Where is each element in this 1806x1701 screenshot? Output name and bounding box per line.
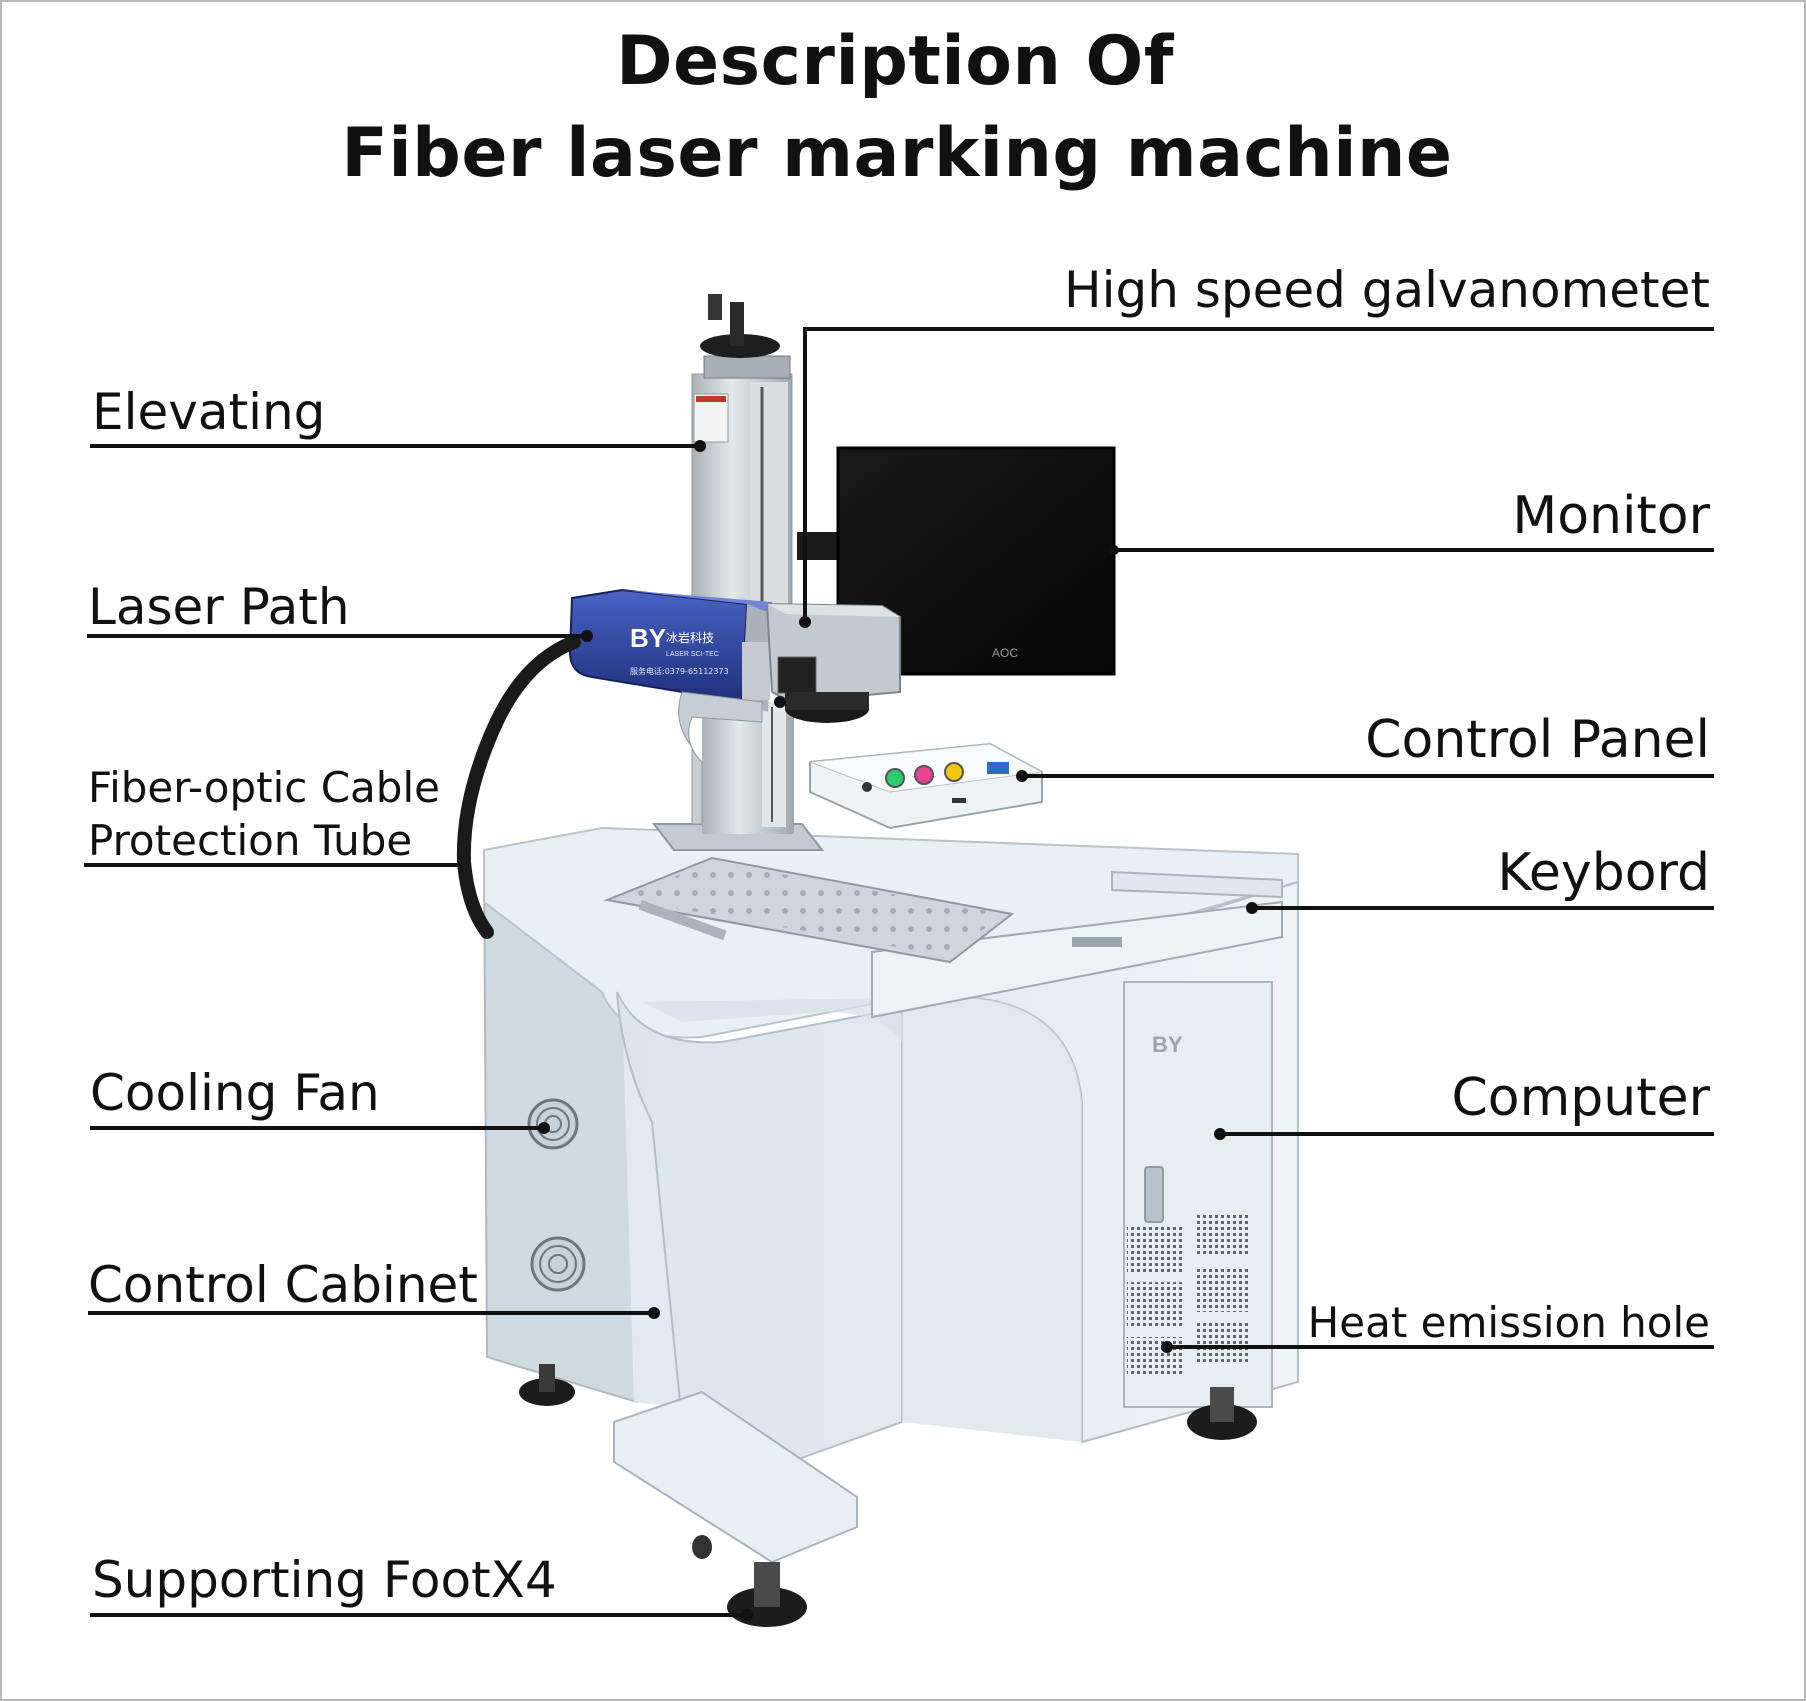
diagram-title-line-2: Fiber laser marking machine bbox=[341, 114, 1453, 193]
leader-lines bbox=[84, 327, 1714, 1617]
laser-head-brand: 冰岩科技 bbox=[666, 630, 714, 645]
fiber-optic-cable bbox=[456, 635, 581, 939]
laser-head-service: 服务电话:0379-65112373 bbox=[630, 666, 729, 676]
laser-head-logo: BY bbox=[630, 623, 666, 653]
label-laser-path: Laser Path bbox=[88, 578, 350, 636]
laser-head: BY 冰岩科技 LASER SCI-TEC 服务电话:0379-65112373 bbox=[568, 588, 772, 825]
cabinet: BY bbox=[482, 826, 1299, 1627]
work-table bbox=[603, 856, 1015, 964]
label-keyboard: Keybord bbox=[1497, 843, 1710, 903]
leader-dots bbox=[538, 440, 1258, 1621]
monitor-logo-text: AOC bbox=[992, 646, 1018, 660]
door-logo-text: BY bbox=[1152, 1032, 1183, 1057]
label-fiber-cable-line-1: Fiber-optic Cable bbox=[88, 763, 440, 812]
label-control-panel: Control Panel bbox=[1365, 710, 1710, 770]
label-computer: Computer bbox=[1451, 1068, 1710, 1128]
diagram-title-line-1: Description Of bbox=[616, 22, 1174, 101]
control-panel bbox=[809, 742, 1044, 830]
label-supporting-foot: Supporting FootX4 bbox=[92, 1551, 557, 1609]
label-monitor: Monitor bbox=[1512, 486, 1710, 546]
label-fiber-cable-line-2: Protection Tube bbox=[88, 816, 413, 865]
label-heat-emission: Heat emission hole bbox=[1307, 1298, 1710, 1347]
galvanometer bbox=[765, 602, 901, 723]
label-galvanometer: High speed galvanometet bbox=[1064, 261, 1710, 319]
laser-head-subtitle: LASER SCI-TEC bbox=[666, 651, 719, 658]
label-elevating: Elevating bbox=[92, 383, 326, 441]
lifting-column bbox=[651, 294, 825, 851]
label-control-cabinet: Control Cabinet bbox=[88, 1256, 478, 1314]
label-cooling-fan: Cooling Fan bbox=[90, 1064, 380, 1122]
leader-galvanometer bbox=[803, 327, 1714, 622]
cooling-fan-grille bbox=[527, 1098, 586, 1292]
